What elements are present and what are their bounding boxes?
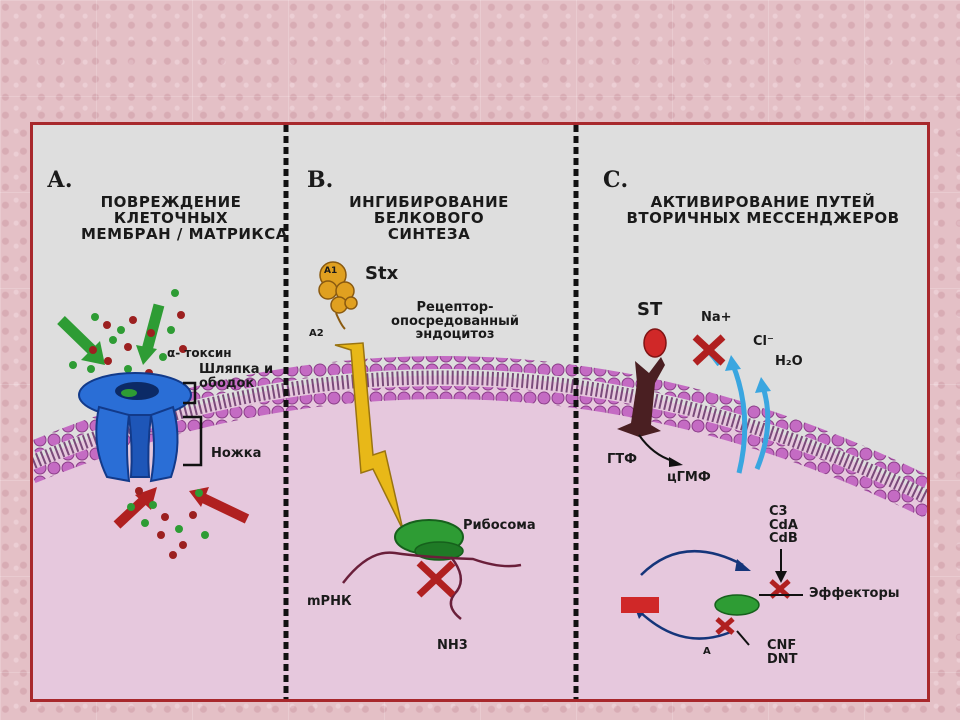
- green-arrow-right-head: [136, 345, 157, 365]
- a-label: A: [703, 646, 711, 657]
- na-label: Na+: [701, 310, 732, 325]
- a1-label: A1: [324, 266, 338, 276]
- stem-label: Ножка: [211, 446, 262, 461]
- endocytosis-line-3: эндоцитоз: [415, 327, 495, 343]
- cycle-arrow-bottom: [638, 610, 734, 640]
- ribosome-label: Рибосома: [463, 518, 536, 533]
- toxin-dots-extracellular: [69, 289, 187, 377]
- panel-c-title-line-1: АКТИВИРОВАНИЕ ПУТЕЙ: [650, 193, 876, 211]
- endocytosis-label: Рецептор- опосредованный эндоцитоз: [385, 301, 525, 342]
- panel-c-title: АКТИВИРОВАНИЕ ПУТЕЙ ВТОРИЧНЫХ МЕССЕНДЖЕР…: [613, 193, 913, 227]
- ion-arrow-1: [730, 364, 748, 474]
- toxins-list: C3 CdA CdB: [769, 505, 798, 546]
- panel-b-title-line-2: БЕЛКОВОГО: [373, 208, 485, 227]
- alpha-toxin-pore: [78, 372, 192, 483]
- endocytosis-line-1: Рецептор-: [416, 300, 494, 315]
- a2-label: A2: [309, 328, 324, 339]
- active-rho-protein: [714, 594, 760, 616]
- mrna-strand: [342, 551, 522, 584]
- panel-a-title: ПОВРЕЖДЕНИЕ КЛЕТОЧНЫХ МЕМБРАН / МАТРИКСА: [81, 193, 288, 243]
- peptide-chain: [449, 556, 463, 620]
- panel-c-letter: С.: [603, 167, 629, 193]
- activator-cnf: CNF: [767, 638, 797, 653]
- cap-label-line-1: Шляпка и: [199, 362, 274, 377]
- ion-arrow-2-head: [755, 377, 771, 393]
- activators-list: CNF DNT: [767, 639, 798, 666]
- panel-b-letter: В.: [307, 167, 334, 193]
- red-arrow-left: [113, 493, 151, 529]
- stem-bracket: [183, 415, 203, 467]
- cell-cytoplasm: [33, 375, 927, 699]
- h2o-label: H₂O: [775, 354, 803, 369]
- green-arrow-right: [141, 303, 165, 352]
- cap-label: Шляпка и ободок: [199, 363, 273, 390]
- ribosome: [394, 519, 464, 561]
- inhibition-x-mark-b: [416, 560, 456, 598]
- panel-a-letter: А.: [47, 167, 73, 193]
- inhibition-x-mark-a: [715, 617, 735, 635]
- cycle-arrow-top: [640, 549, 744, 576]
- cl-label: Cl⁻: [753, 334, 774, 349]
- red-arrow-right: [198, 492, 250, 524]
- endocytosis-line-2: опосредованный: [391, 313, 519, 329]
- green-arrow-left: [57, 316, 99, 357]
- panel-a-title-line-2: КЛЕТОЧНЫХ: [113, 208, 229, 227]
- toxin-cdb: CdB: [769, 531, 798, 547]
- panel-a-title-line-1: ПОВРЕЖДЕНИЕ: [100, 193, 242, 211]
- nh3-label: NH3: [437, 638, 468, 653]
- ion-arrow-1-head: [725, 355, 741, 371]
- cnf-arrow: [736, 630, 750, 646]
- st-receptor: [617, 328, 667, 437]
- panel-b-title: ИНГИБИРОВАНИЕ БЕЛКОВОГО СИНТЕЗА: [329, 193, 529, 243]
- inhibition-x-mark-na: [692, 334, 726, 366]
- cap-label-line-2: ободок: [199, 375, 255, 391]
- stx-toxin: [318, 261, 358, 330]
- panel-b-title-line-1: ИНГИБИРОВАНИЕ: [349, 193, 509, 211]
- effectors-label: Эффекторы: [809, 586, 900, 601]
- activator-dnt: DNT: [767, 651, 798, 667]
- cgmp-label: цГМФ: [667, 470, 711, 485]
- mrna-label: mРНК: [307, 594, 352, 609]
- gtp-label: ГТФ: [607, 452, 638, 467]
- c3-arrow-head: [775, 571, 787, 583]
- cycle-arrow-top-head: [735, 559, 751, 571]
- cap-bracket: [183, 381, 197, 405]
- panel-a-title-line-3: МЕМБРАН / МАТРИКСА: [81, 224, 288, 243]
- toxin-cda: CdA: [769, 517, 798, 533]
- stx-label: Stx: [365, 263, 399, 284]
- gtp-cgmp-arrow-head: [669, 457, 683, 467]
- toxin-c3: C3: [769, 504, 788, 519]
- inactive-rho-block: [621, 597, 659, 613]
- st-label: ST: [637, 299, 663, 320]
- diagram-frame: А. ПОВРЕЖДЕНИЕ КЛЕТОЧНЫХ МЕМБРАН / МАТРИ…: [30, 122, 930, 702]
- panel-c-title-line-2: ВТОРИЧНЫХ МЕССЕНДЖЕРОВ: [626, 208, 900, 227]
- diagram-canvas: [33, 125, 927, 699]
- toxin-dots-intracellular: [127, 487, 209, 559]
- alpha-toxin-label: α- токсин: [167, 346, 232, 360]
- ion-arrow-2: [754, 386, 771, 470]
- panel-b-title-line-3: СИНТЕЗА: [387, 224, 471, 243]
